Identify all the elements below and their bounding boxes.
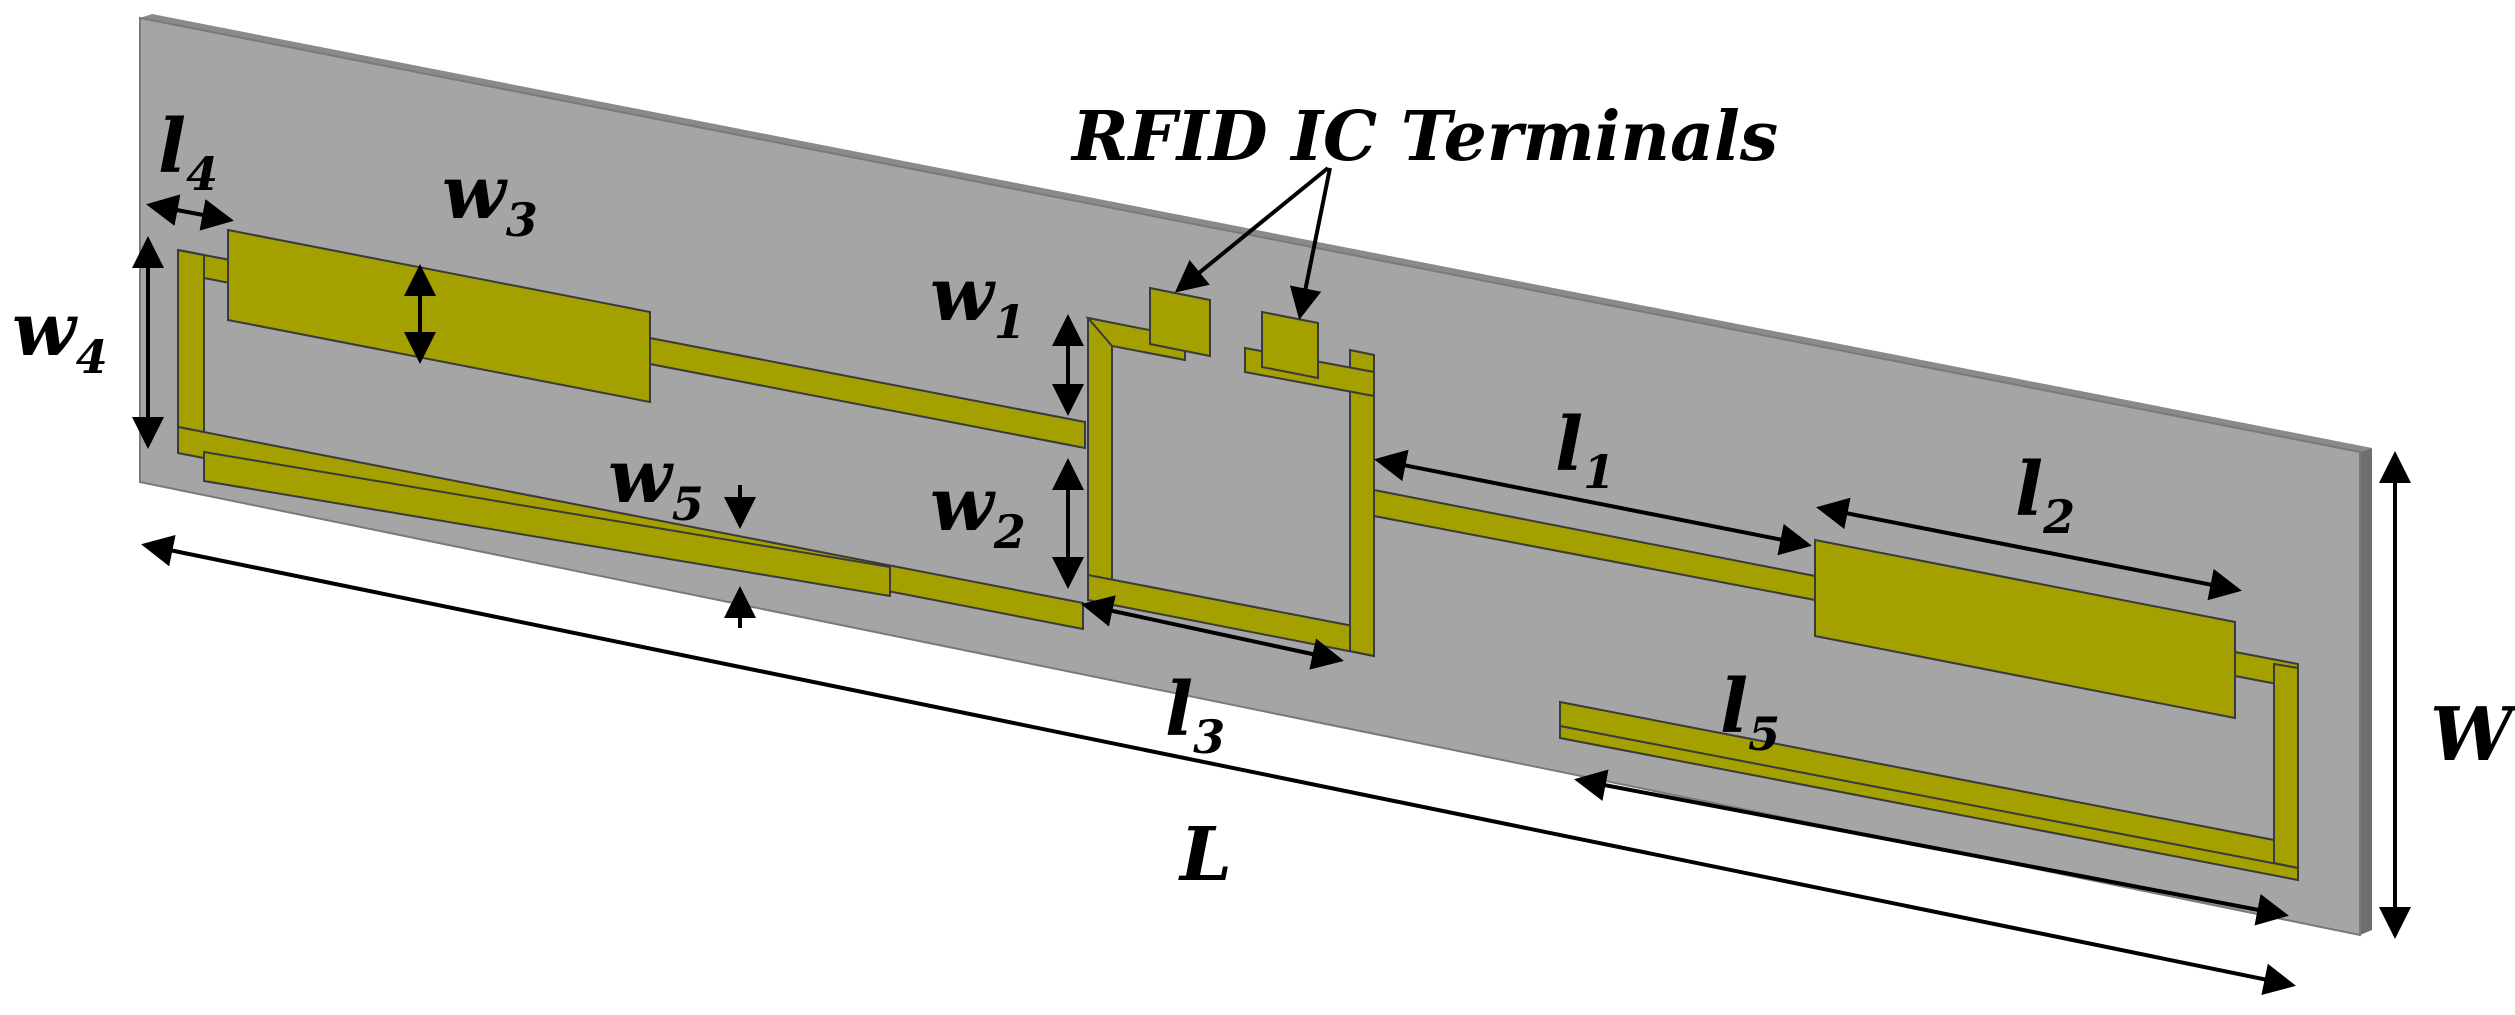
ic-terminal-right bbox=[1261, 310, 1319, 380]
substrate-top-edge bbox=[140, 14, 2372, 452]
left-loop-vertical bbox=[177, 248, 205, 434]
right-loop-vertical bbox=[2273, 662, 2299, 870]
arrow-l4 bbox=[146, 194, 234, 231]
label-L: L bbox=[1178, 812, 1232, 898]
label-l2: l2 bbox=[2015, 447, 2075, 544]
label-w3: w3 bbox=[442, 150, 538, 247]
left-loop-top-stub bbox=[177, 249, 231, 285]
dimension-arrows bbox=[132, 166, 2411, 996]
label-l5: l5 bbox=[1720, 664, 1780, 761]
label-W: W bbox=[2430, 692, 2515, 778]
title-label: RFID IC Terminals bbox=[1070, 97, 1778, 177]
label-w5: w5 bbox=[608, 434, 704, 531]
label-w4: w4 bbox=[12, 287, 108, 384]
left-wide-patch bbox=[227, 228, 651, 404]
label-l4: l4 bbox=[158, 104, 218, 201]
center-loop-left-side bbox=[1087, 316, 1113, 607]
label-l1: l1 bbox=[1555, 402, 1615, 499]
substrate-side-face bbox=[2360, 448, 2372, 935]
label-l3: l3 bbox=[1165, 667, 1225, 764]
left-feed-line bbox=[649, 336, 1086, 450]
arrow-L bbox=[141, 534, 2296, 996]
label-w2: w2 bbox=[930, 462, 1026, 559]
arrow-l1 bbox=[1374, 449, 1812, 556]
ic-terminal-left bbox=[1149, 286, 1211, 358]
label-w1: w1 bbox=[930, 252, 1026, 349]
callout-terminal-left bbox=[1174, 166, 1330, 293]
callout-terminal-right bbox=[1289, 167, 1332, 320]
